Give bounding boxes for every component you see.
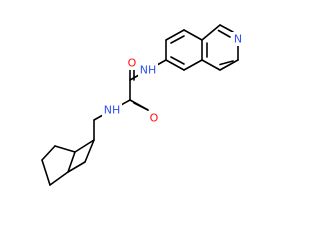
atom-NH-top: NH bbox=[140, 64, 157, 77]
atom-labels: N NH NH O O bbox=[102, 32, 245, 125]
bond bbox=[219, 59, 239, 71]
bond bbox=[67, 161, 86, 173]
bond bbox=[183, 59, 203, 71]
bond bbox=[49, 171, 69, 186]
bond bbox=[67, 151, 76, 173]
bond bbox=[84, 139, 95, 163]
bond bbox=[170, 56, 185, 65]
bond bbox=[201, 59, 221, 71]
amide-nh-top-label: NH bbox=[138, 63, 158, 77]
ring-nitrogen-label: N bbox=[231, 32, 245, 46]
amide-nh-bottom-label: NH bbox=[102, 103, 122, 117]
bond bbox=[183, 29, 203, 41]
atom-O-top: O bbox=[128, 57, 137, 70]
molecule-structure: N NH NH O O bbox=[41, 24, 245, 186]
carbonyl-oxygen-top-label: O bbox=[125, 56, 139, 70]
bond bbox=[41, 145, 56, 161]
bonds bbox=[41, 24, 239, 186]
bond bbox=[219, 24, 234, 33]
bond bbox=[201, 24, 221, 41]
bond bbox=[74, 139, 95, 153]
atom-N: N bbox=[234, 33, 242, 46]
molecule-canvas: N NH NH O O bbox=[41, 24, 245, 186]
carbonyl-oxygen-bottom-label: O bbox=[147, 111, 161, 125]
bond bbox=[165, 29, 185, 41]
bond bbox=[165, 59, 185, 71]
bond bbox=[54, 145, 76, 153]
atom-O-bottom: O bbox=[150, 112, 159, 125]
bond bbox=[133, 102, 149, 111]
bond bbox=[217, 29, 231, 38]
bond bbox=[219, 60, 234, 66]
bond bbox=[41, 159, 51, 186]
bond bbox=[170, 35, 185, 44]
atom-NH-bottom: NH bbox=[104, 104, 121, 117]
